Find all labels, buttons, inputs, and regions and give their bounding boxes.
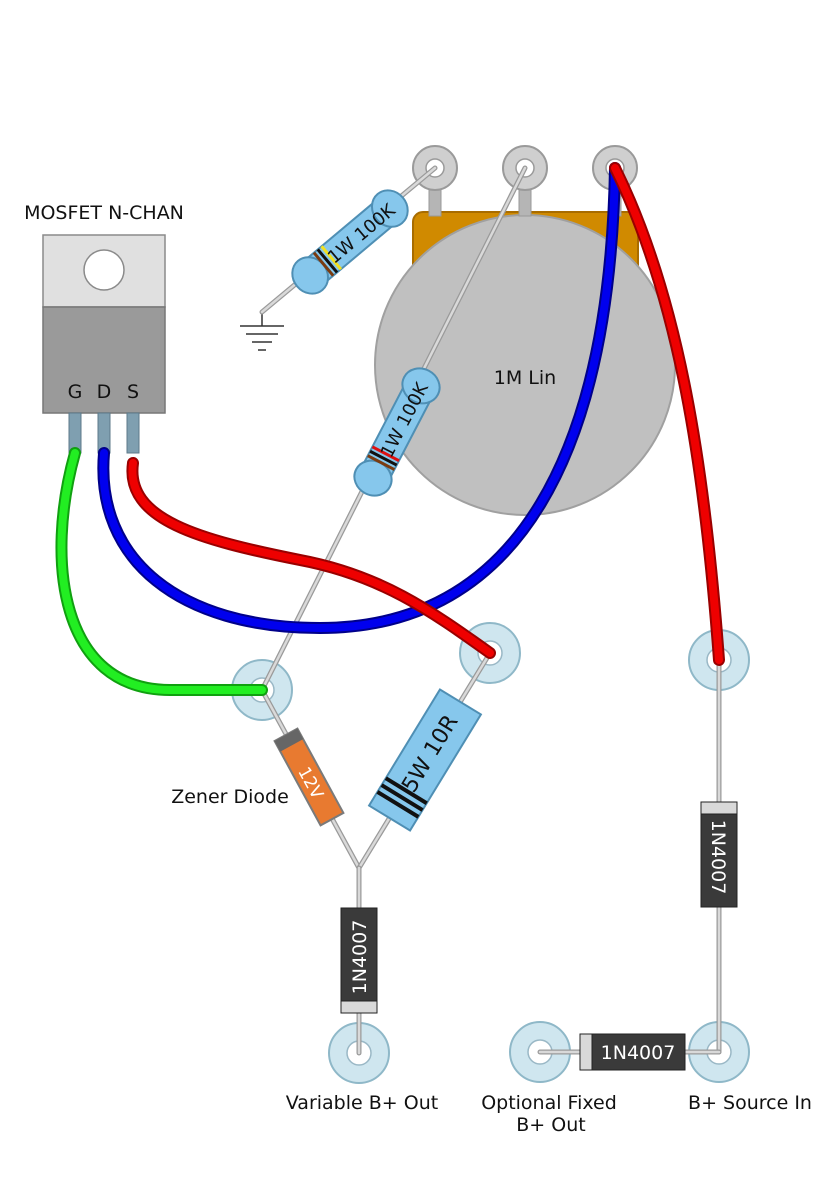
pot-label: 1M Lin xyxy=(494,367,556,389)
output-diode: 1N4007 xyxy=(340,907,378,1014)
band-yellow xyxy=(320,245,343,271)
drain-wire-core xyxy=(99,164,619,633)
ground-icon xyxy=(240,312,284,351)
output-diode-band xyxy=(340,1000,378,1014)
band-black xyxy=(369,449,398,467)
variable-out-label: Variable B+ Out xyxy=(286,1092,438,1114)
ground-resistor: 1W 100K xyxy=(291,189,409,295)
output-diode-label: 1N4007 xyxy=(349,920,371,995)
gate-wire-core xyxy=(57,449,266,694)
band-black xyxy=(380,783,424,812)
fixed-diode: 1N4007 xyxy=(579,1033,686,1071)
wires xyxy=(55,162,725,696)
source-diode-band xyxy=(700,801,738,815)
band-red xyxy=(371,445,400,462)
fixed-diode-label: 1N4007 xyxy=(601,1042,676,1064)
source-wire-core xyxy=(128,459,494,657)
fixed-diode-band xyxy=(579,1033,593,1071)
mosfet-leg-d xyxy=(97,412,111,454)
mosfet-leg-s xyxy=(126,412,140,454)
band-black xyxy=(384,776,428,805)
source-in-label: B+ Source In xyxy=(688,1092,812,1114)
pot-body xyxy=(374,214,676,516)
zener-cathode-band xyxy=(274,728,304,752)
mosfet-pin-g: G xyxy=(68,381,83,403)
mosfet-label: MOSFET N-CHAN xyxy=(24,202,184,224)
band-brown xyxy=(367,454,396,471)
source-diode: 1N4007 xyxy=(700,801,738,908)
band-black xyxy=(316,248,339,274)
power-resistor: 5W 10R xyxy=(367,688,483,832)
mosfet: MOSFET N-CHAN G D S xyxy=(24,202,184,454)
zener-label: Zener Diode xyxy=(171,786,289,808)
mosfet-pin-d: D xyxy=(97,381,112,403)
pot-supply-wire-core xyxy=(611,164,723,664)
zener-diode: 12V xyxy=(273,727,345,827)
fixed-out-label-line1: Optional Fixed xyxy=(481,1092,617,1114)
source-diode-label: 1N4007 xyxy=(707,820,729,895)
mosfet-mounting-hole xyxy=(83,249,125,291)
mosfet-body xyxy=(42,306,166,414)
terminal-labels: Variable B+ Out Optional Fixed B+ Out B+… xyxy=(286,1092,812,1136)
band-brown xyxy=(312,251,335,277)
mosfet-pin-s: S xyxy=(127,381,139,403)
band-black xyxy=(376,790,420,819)
fixed-out-label-line2: B+ Out xyxy=(516,1114,585,1136)
